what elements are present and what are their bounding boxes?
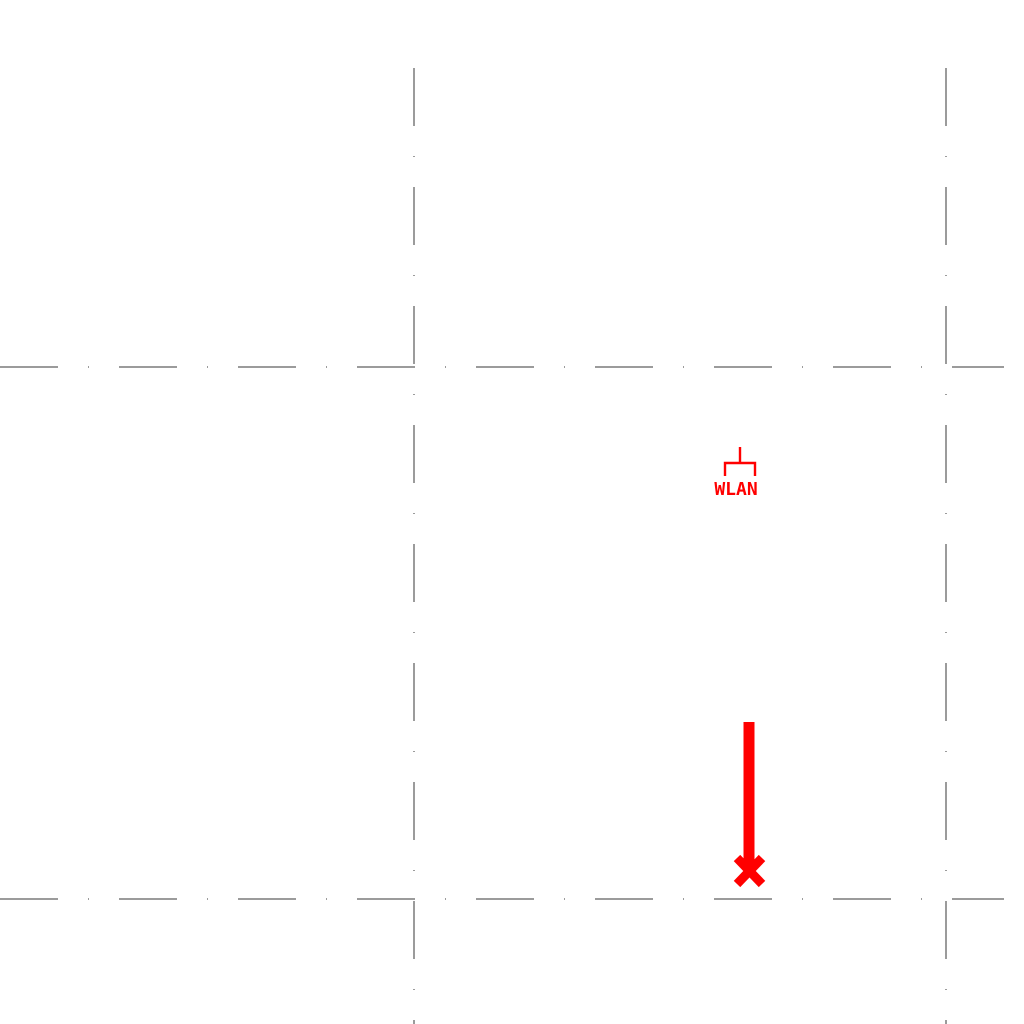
wlan-symbol-label: WLAN bbox=[714, 479, 757, 500]
cross-end-marker-icon[interactable] bbox=[733, 854, 766, 888]
wlan-access-point-icon[interactable]: WLAN bbox=[714, 447, 758, 500]
cross-stroke-b bbox=[733, 854, 766, 888]
wlan-symbol-bracket bbox=[723, 461, 757, 476]
